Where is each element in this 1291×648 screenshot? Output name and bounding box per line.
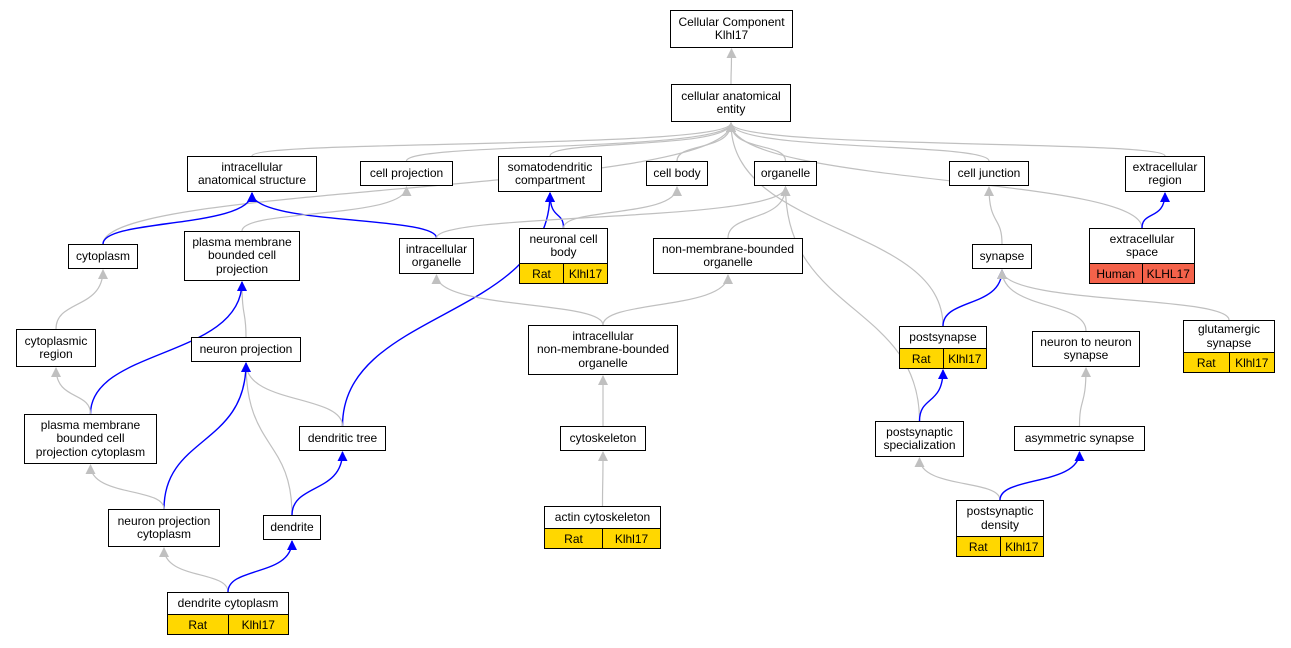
species-tag: Rat (520, 264, 563, 283)
edge-dtree-to-nproj (241, 362, 344, 427)
node-nproj[interactable]: neuron projection (191, 337, 301, 362)
node-ncb[interactable]: neuronal cell body (519, 228, 608, 263)
edge-synapse-to-cjunc (984, 186, 1003, 245)
node-exspace[interactable]: extracellular space (1089, 228, 1195, 263)
edge-inmbo-to-intorg (431, 274, 604, 326)
node-nmbo[interactable]: non-membrane-bounded organelle (653, 238, 803, 274)
species-tag: Rat (1184, 353, 1229, 372)
edge-pmbcp-to-cproj (241, 186, 412, 232)
edge-cjunc-to-cae (726, 122, 990, 162)
edge-ncb-to-cbody (562, 186, 682, 229)
edge-cytreg-to-cytoplasm (55, 269, 108, 330)
gene-tag: Klhl17 (999, 537, 1043, 556)
node-cc_root[interactable]: Cellular Component Klhl17 (670, 10, 793, 48)
edge-dcyto-to-dendrite (227, 540, 297, 593)
node-intorg[interactable]: intracellular organelle (399, 238, 474, 274)
edge-inmbo-to-nmbo (602, 274, 733, 326)
edge-actin-to-cytosk (597, 451, 608, 507)
edge-postsyn-to-cae (726, 122, 944, 327)
edge-nmbo-to-organelle (727, 186, 791, 239)
edge-dcyto-to-npc (159, 547, 229, 593)
node-cytoplasm[interactable]: cytoplasm (68, 244, 138, 269)
species-tag: Human (1090, 264, 1142, 283)
gene-tag: Klhl17 (227, 615, 288, 634)
edge-psd-to-pspec (914, 457, 1001, 501)
node-synapse[interactable]: synapse (972, 244, 1032, 269)
gene-tag: Klhl17 (602, 529, 660, 548)
node-ias[interactable]: intracellular anatomical structure (187, 156, 317, 192)
gene-tag: KLHL17 (1141, 264, 1194, 283)
edge-npc-to-pmbcpc (85, 464, 165, 510)
edge-ias-to-cae (251, 122, 736, 157)
edge-cytoplasm-to-ias (102, 192, 257, 245)
node-cytreg[interactable]: cytoplasmic region (16, 329, 96, 367)
gene-tag: Klhl17 (563, 264, 607, 283)
node-cproj[interactable]: cell projection (360, 161, 453, 186)
edge-pspec-to-postsyn (918, 369, 948, 422)
species-tag: Rat (168, 615, 228, 634)
edge-cae-to-cc_root (726, 48, 737, 85)
edge-somato-to-cae (549, 122, 736, 157)
node-n2n[interactable]: neuron to neuron synapse (1032, 331, 1140, 367)
node-postsyn[interactable]: postsynapse (899, 326, 987, 348)
node-pspec[interactable]: postsynaptic specialization (875, 421, 964, 457)
edge-ncb-to-somato (545, 192, 565, 229)
gene-tag: Klhl17 (1228, 353, 1274, 372)
node-pmbcpc[interactable]: plasma membrane bounded cell projection … (24, 414, 157, 464)
edge-cytoplasm-to-cae (102, 122, 736, 245)
edge-intorg-to-organelle (435, 186, 791, 239)
edge-pmbcpc-to-cytreg (51, 367, 92, 415)
edge-exspace-to-exreg (1141, 192, 1170, 229)
edge-pspec-to-organelle (780, 186, 921, 422)
gene-tag: Klhl17 (942, 349, 986, 368)
node-cytosk[interactable]: cytoskeleton (560, 426, 646, 451)
edge-psd-to-asym (999, 451, 1085, 501)
edge-dendrite-to-nproj (241, 362, 293, 516)
edge-npc-to-nproj (163, 362, 251, 510)
edge-cproj-to-cae (405, 122, 736, 162)
edge-layer (51, 48, 1230, 593)
node-organelle[interactable]: organelle (754, 161, 817, 186)
node-pmbcp[interactable]: plasma membrane bounded cell projection (184, 231, 300, 281)
node-npc[interactable]: neuron projection cytoplasm (108, 509, 220, 547)
node-inmbo[interactable]: intracellular non-membrane-bounded organ… (528, 325, 678, 375)
node-psd[interactable]: postsynaptic density (956, 500, 1044, 536)
node-dendrite[interactable]: dendrite (263, 515, 321, 540)
species-tag: Rat (957, 537, 1000, 556)
edge-dendrite-to-dtree (291, 451, 348, 516)
edge-asym-to-n2n (1078, 367, 1091, 427)
node-cae[interactable]: cellular anatomical entity (671, 84, 791, 122)
node-exreg[interactable]: extracellular region (1125, 156, 1205, 192)
node-dtree[interactable]: dendritic tree (299, 426, 386, 451)
species-tag: Rat (545, 529, 602, 548)
node-actin[interactable]: actin cytoskeleton (544, 506, 661, 528)
node-somato[interactable]: somatodendritic compartment (498, 156, 602, 192)
node-cjunc[interactable]: cell junction (949, 161, 1029, 186)
species-tag: Rat (900, 349, 943, 368)
edge-n2n-to-synapse (997, 269, 1087, 332)
edge-pmbcpc-to-pmbcp (89, 281, 247, 415)
node-cbody[interactable]: cell body (646, 161, 708, 186)
node-glut[interactable]: glutamergic synapse (1183, 320, 1275, 352)
edge-glut-to-synapse (997, 269, 1230, 321)
edge-exreg-to-cae (726, 122, 1166, 157)
node-dcyto[interactable]: dendrite cytoplasm (167, 592, 289, 614)
node-asym[interactable]: asymmetric synapse (1014, 426, 1145, 451)
edge-intorg-to-ias (247, 192, 438, 239)
edge-exspace-to-cae (726, 122, 1143, 229)
edge-nproj-to-pmbcp (237, 281, 248, 338)
edge-postsyn-to-synapse (942, 269, 1007, 327)
